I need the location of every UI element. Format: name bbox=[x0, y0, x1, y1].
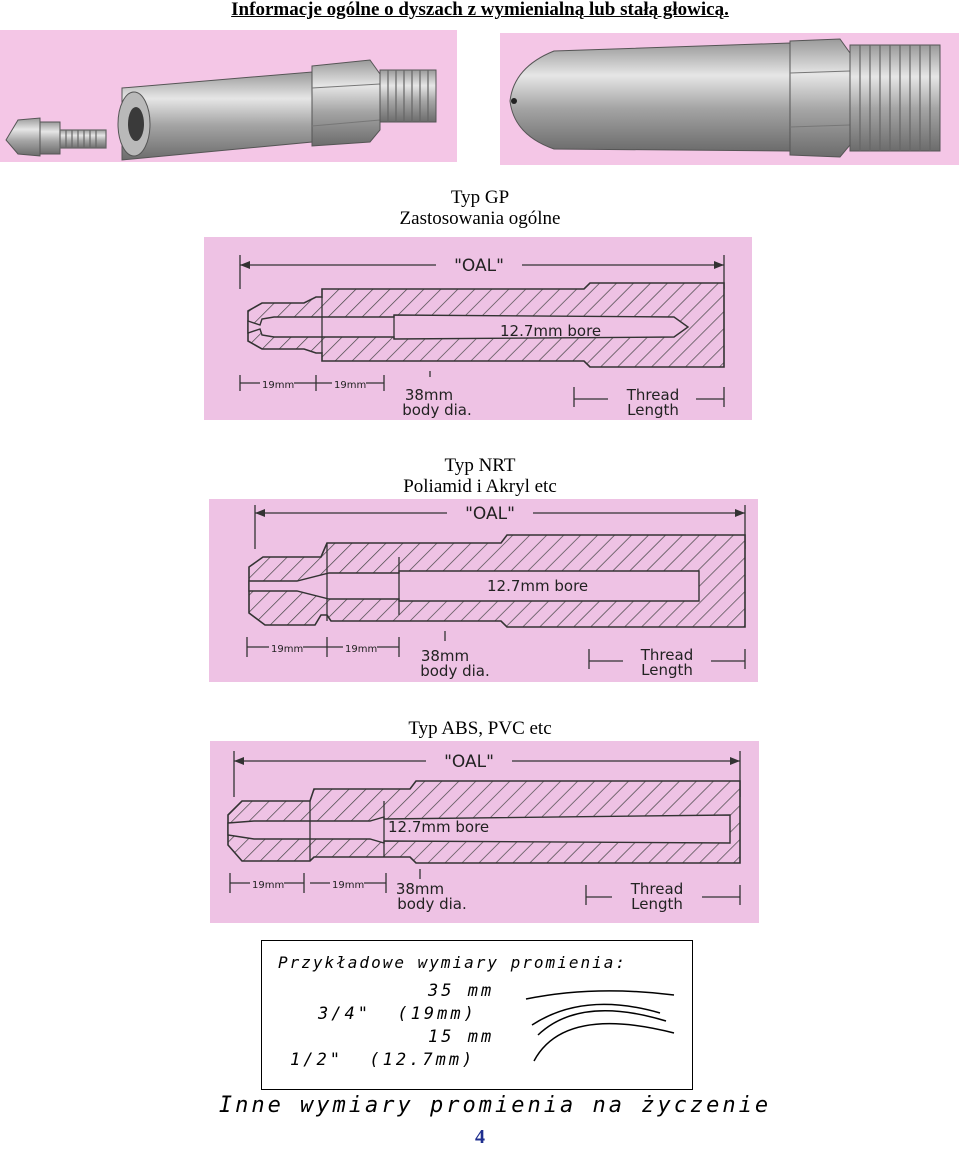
drawing-gp: "OAL" 12.7mm bore 19mm 19mm 38mm body di… bbox=[204, 237, 752, 420]
svg-text:19mm: 19mm bbox=[262, 380, 294, 391]
svg-text:"OAL": "OAL" bbox=[444, 752, 494, 772]
svg-text:body dia.: body dia. bbox=[420, 662, 490, 680]
drawing-nrt: "OAL" 12.7mm bore 19mm 19mm 38mm body di… bbox=[209, 499, 758, 682]
svg-text:12.7mm bore: 12.7mm bore bbox=[388, 818, 489, 836]
svg-text:Length: Length bbox=[641, 661, 693, 679]
svg-text:12.7mm bore: 12.7mm bore bbox=[487, 577, 588, 595]
svg-text:19mm: 19mm bbox=[271, 644, 303, 655]
svg-text:19mm: 19mm bbox=[345, 644, 377, 655]
svg-text:"OAL": "OAL" bbox=[465, 504, 515, 524]
nozzle-photo-left bbox=[0, 30, 457, 162]
radius-arcs bbox=[525, 990, 675, 1062]
section-abs-title: Typ ABS, PVC etc bbox=[408, 718, 552, 739]
svg-text:Thread: Thread bbox=[640, 646, 693, 664]
svg-text:Thread: Thread bbox=[630, 880, 683, 898]
section-nrt-title: Typ NRT bbox=[444, 455, 516, 476]
svg-text:38mm: 38mm bbox=[396, 880, 444, 898]
svg-text:body dia.: body dia. bbox=[402, 401, 472, 419]
nozzle-photo-right bbox=[500, 33, 959, 165]
bore-label: 12.7mm bore bbox=[500, 322, 601, 340]
section-gp-title: Typ GP bbox=[450, 187, 510, 208]
footer-note: Inne wymiary promienia na życzenie bbox=[218, 1093, 772, 1118]
svg-text:Thread: Thread bbox=[626, 386, 679, 404]
radius-line-2: 3/4" (19mm) bbox=[318, 1004, 477, 1024]
drawing-abs: "OAL" 12.7mm bore 19mm 19mm 38mm body di… bbox=[210, 741, 759, 923]
svg-text:19mm: 19mm bbox=[334, 380, 366, 391]
oal-label: "OAL" bbox=[454, 256, 504, 276]
radius-heading: Przykładowe wymiary promienia: bbox=[278, 953, 627, 972]
radius-line-3: 15 mm bbox=[428, 1027, 495, 1047]
svg-text:38mm: 38mm bbox=[405, 386, 453, 404]
svg-text:Length: Length bbox=[631, 895, 683, 913]
svg-text:38mm: 38mm bbox=[421, 647, 469, 665]
page-number: 4 bbox=[475, 1126, 485, 1148]
svg-text:Length: Length bbox=[627, 401, 679, 419]
radius-line-4: 1/2" (12.7mm) bbox=[290, 1050, 476, 1070]
radius-examples-box: Przykładowe wymiary promienia: 35 mm 3/4… bbox=[261, 940, 693, 1090]
radius-line-1: 35 mm bbox=[428, 981, 495, 1001]
section-gp-subtitle: Zastosowania ogólne bbox=[399, 208, 561, 229]
section-nrt-subtitle: Poliamid i Akryl etc bbox=[403, 476, 557, 497]
svg-text:19mm: 19mm bbox=[252, 880, 284, 891]
page-title: Informacje ogólne o dyszach z wymienialn… bbox=[231, 0, 729, 20]
svg-text:body dia.: body dia. bbox=[397, 895, 467, 913]
svg-text:19mm: 19mm bbox=[332, 880, 364, 891]
